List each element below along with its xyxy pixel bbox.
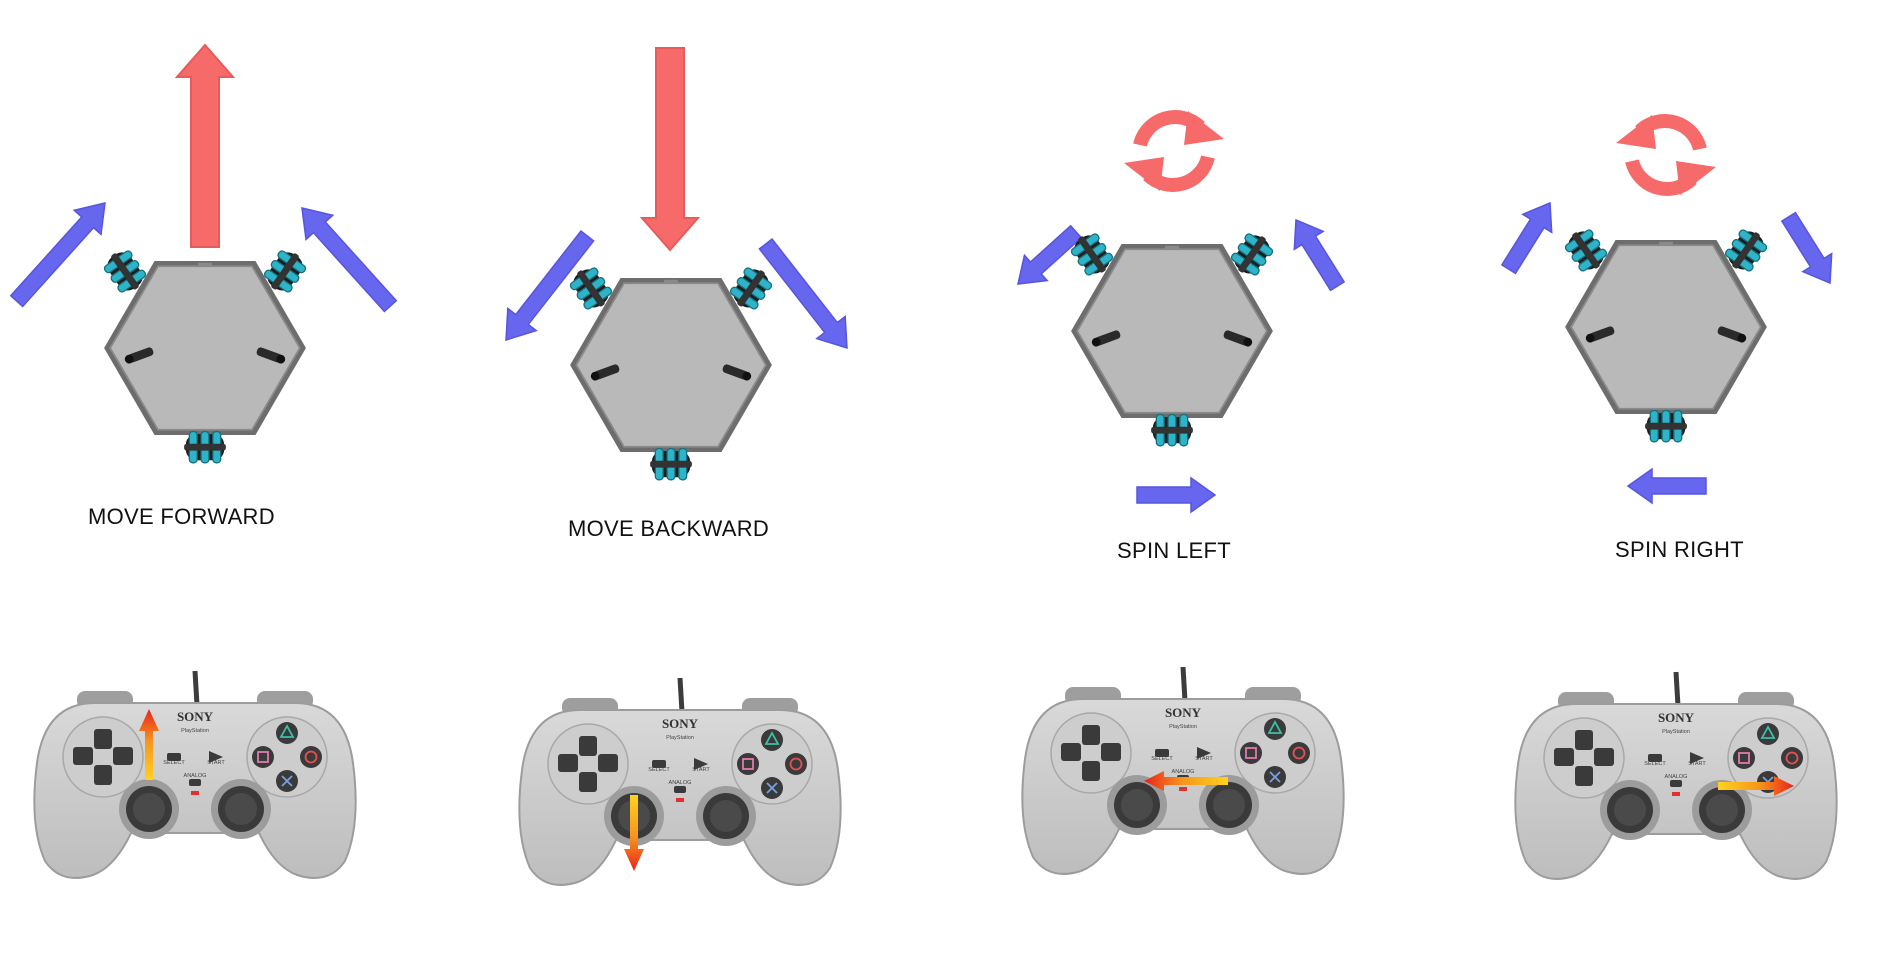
controller-start-label: START [1195,756,1213,762]
panel-move-forward [2,44,405,463]
controller-select-label: SELECT [1644,761,1666,767]
controller-brand-label: SONY [1165,705,1202,720]
controller-logo-label: PlayStation [666,735,694,741]
wheel-right-arrow [1280,210,1353,296]
wheel-right-arrow [1773,207,1846,293]
controller-analog-label: ANALOG [1172,769,1195,775]
controller-analog-label: ANALOG [1665,774,1688,780]
controller-start-label: START [207,760,225,766]
omni-robot [1067,228,1277,445]
wheel-left-arrow [1005,218,1089,298]
backward-motion-arrow [641,47,699,251]
stick-down-arrow [624,795,644,871]
forward-motion-arrow [176,44,234,248]
controller-analog-label: ANALOG [669,780,692,786]
panel-spin-left [1005,111,1353,513]
caption-spin-left: SPIN LEFT [1117,538,1231,563]
controller-brand-label: SONY [1658,710,1695,725]
wheel-left-arrow [1493,193,1566,279]
wheel-right-arrow [287,195,405,319]
omni-robot [100,245,310,462]
controller-forward [34,671,355,878]
caption-spin-right: SPIN RIGHT [1615,537,1744,562]
controller-start-label: START [1688,761,1706,767]
controller-logo-label: PlayStation [1169,724,1197,730]
stick-right-arrow [1718,776,1794,796]
controller-brand-label: SONY [177,709,214,724]
controller-start-label: START [692,767,710,773]
rotation-arrows-icon [1616,115,1716,195]
stick-up-arrow [139,709,159,780]
caption-move-backward: MOVE BACKWARD [568,516,770,541]
controller-spin-left [1022,667,1343,874]
controller-select-label: SELECT [163,760,185,766]
rotation-arrows-icon [1124,111,1224,191]
controller-spin-right [1515,672,1836,879]
omni-robot [566,262,776,479]
controller-brand-label: SONY [662,716,699,731]
wheel-left-arrow [2,190,120,314]
omni-robot [1561,224,1771,441]
stick-left-arrow [1144,771,1228,791]
controller-select-label: SELECT [648,767,670,773]
wheel-bottom-arrow [1136,477,1216,513]
wheel-right-arrow [750,232,862,360]
controller-select-label: SELECT [1151,756,1173,762]
controller-logo-label: PlayStation [1662,729,1690,735]
controller-backward [519,678,840,885]
controller-logo-label: PlayStation [181,728,209,734]
controller-analog-label: ANALOG [184,773,207,779]
wheel-bottom-arrow [1627,468,1707,504]
panel-move-backward [491,47,862,480]
panel-spin-right [1493,115,1846,504]
caption-move-forward: MOVE FORWARD [88,504,275,529]
